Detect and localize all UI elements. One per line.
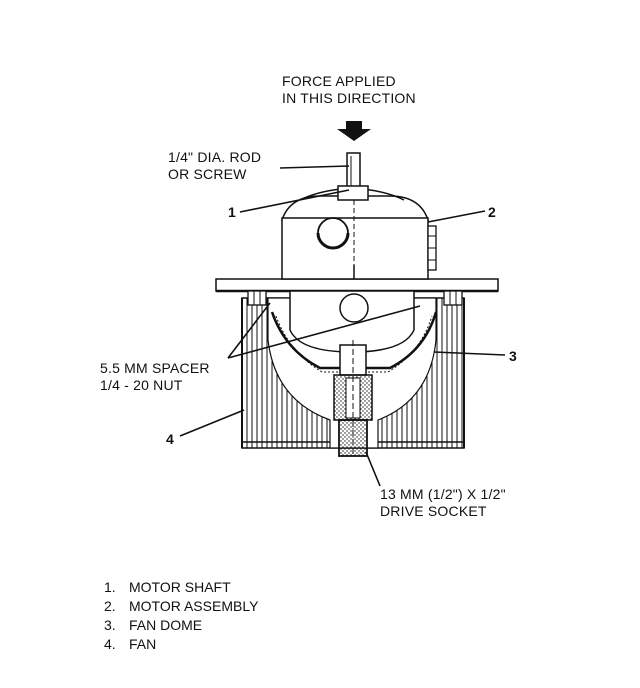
legend-item: 1. MOTOR SHAFT [104, 578, 258, 597]
legend-text: FAN DOME [129, 617, 203, 633]
legend-num: 3. [104, 617, 116, 633]
leader-1 [239, 189, 350, 213]
leader-3 [433, 351, 506, 356]
legend-text: MOTOR ASSEMBLY [129, 598, 259, 614]
leader-socket [365, 451, 381, 487]
legend-item: 3. FAN DOME [104, 616, 258, 635]
callout-3: 3 [509, 348, 517, 364]
rod-label: 1/4" DIA. ROD OR SCREW [168, 149, 261, 183]
spacer-nuts [247, 290, 463, 306]
callout-2: 2 [488, 204, 496, 220]
legend-text: FAN [129, 636, 157, 652]
leader-spacer-b [227, 305, 421, 359]
spacer-label-line1: 5.5 MM SPACER [100, 360, 210, 376]
leader-2 [427, 210, 486, 223]
motor-assembly [280, 185, 437, 280]
leader-rod [279, 165, 350, 169]
legend-text: MOTOR SHAFT [129, 579, 231, 595]
force-label-line1: FORCE APPLIED [282, 73, 396, 89]
callout-1: 1 [228, 204, 236, 220]
force-label: FORCE APPLIED IN THIS DIRECTION [282, 73, 416, 107]
force-label-line2: IN THIS DIRECTION [282, 90, 416, 106]
spacer-label: 5.5 MM SPACER 1/4 - 20 NUT [100, 360, 210, 394]
callout-4: 4 [166, 431, 174, 447]
spacer-label-line2: 1/4 - 20 NUT [100, 377, 183, 393]
leader-spacer-a [227, 302, 271, 359]
legend-num: 2. [104, 598, 116, 614]
force-arrow-icon [337, 121, 371, 141]
drive-socket [333, 340, 373, 457]
legend-num: 4. [104, 636, 116, 652]
leader-lines [179, 165, 506, 487]
leader-4 [179, 409, 245, 437]
socket-label: 13 MM (1/2") X 1/2" DRIVE SOCKET [380, 486, 506, 520]
mounting-plate [215, 278, 499, 292]
legend-item: 4. FAN [104, 635, 258, 654]
legend-item: 2. MOTOR ASSEMBLY [104, 597, 258, 616]
rod-label-line1: 1/4" DIA. ROD [168, 149, 262, 165]
parts-legend: 1. MOTOR SHAFT 2. MOTOR ASSEMBLY 3. FAN DOM… [104, 578, 258, 654]
socket-label-line2: DRIVE SOCKET [380, 503, 487, 519]
legend-num: 1. [104, 579, 116, 595]
rod-label-line2: OR SCREW [168, 166, 247, 182]
socket-label-line1: 13 MM (1/2") X 1/2" [380, 486, 506, 502]
